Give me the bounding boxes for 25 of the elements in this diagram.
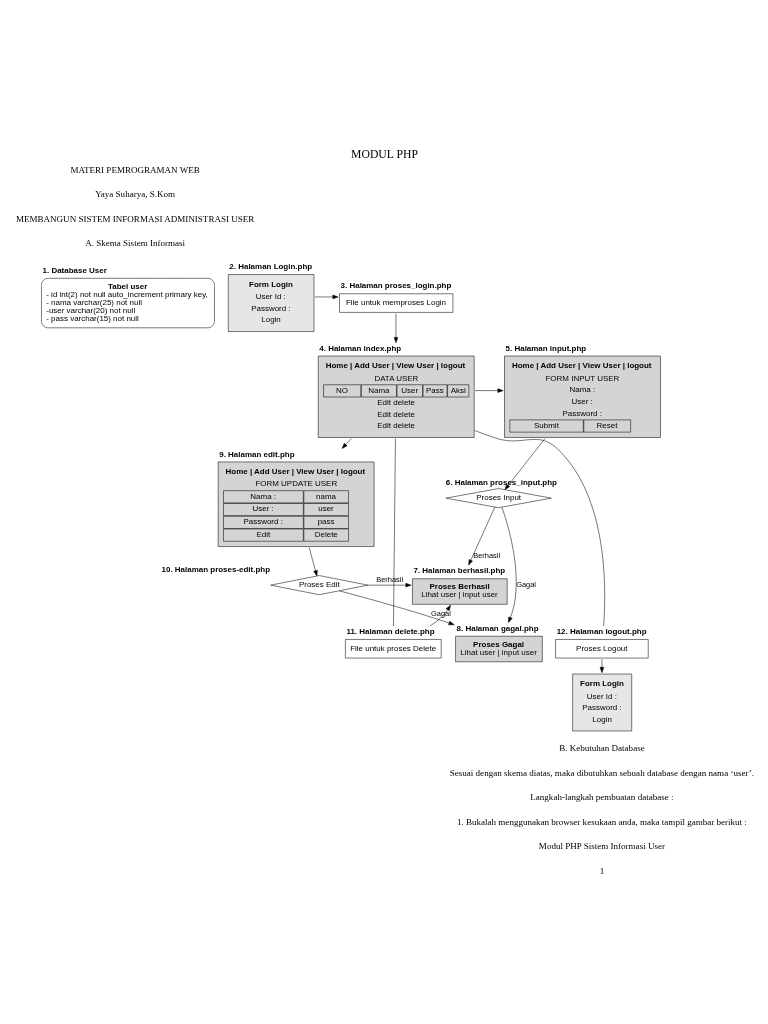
arrow bbox=[467, 506, 495, 565]
label: Yaya Suharya, S.Kom bbox=[94, 188, 175, 199]
label: B. Kebutuhan Database bbox=[558, 742, 645, 753]
connector bbox=[392, 437, 396, 626]
arrow bbox=[367, 582, 411, 587]
arrow bbox=[308, 546, 318, 576]
arrow bbox=[501, 506, 516, 623]
arrow bbox=[393, 312, 398, 343]
arrow bbox=[599, 658, 604, 673]
label: MATERI PEMROGRAMAN WEB bbox=[69, 164, 200, 175]
label: MEMBANGUN SISTEM INFORMASI ADMINISTRASI USER bbox=[15, 213, 254, 224]
arrow bbox=[338, 590, 454, 625]
label: Langkah-langkah pembuatan database : bbox=[529, 791, 674, 802]
diagram-title: MODUL PHP bbox=[350, 147, 418, 161]
label: A. Skema Sistem Informasi bbox=[84, 237, 185, 248]
label: Sesuai dengan skema diatas, maka dibutuhkan sebuah database dengan nama ‘user’. bbox=[449, 767, 754, 778]
arrow bbox=[504, 437, 545, 490]
arrow bbox=[341, 437, 352, 449]
label: 1 bbox=[599, 865, 604, 876]
arrow bbox=[429, 604, 451, 626]
label: Modul PHP Sistem Informasi User bbox=[538, 840, 665, 851]
arrow bbox=[474, 388, 503, 393]
connector bbox=[474, 429, 605, 626]
arrow bbox=[314, 294, 338, 299]
label: 1. Bukalah menggunakan browser kesukaan anda, maka tampil gambar berikut : bbox=[456, 816, 747, 827]
